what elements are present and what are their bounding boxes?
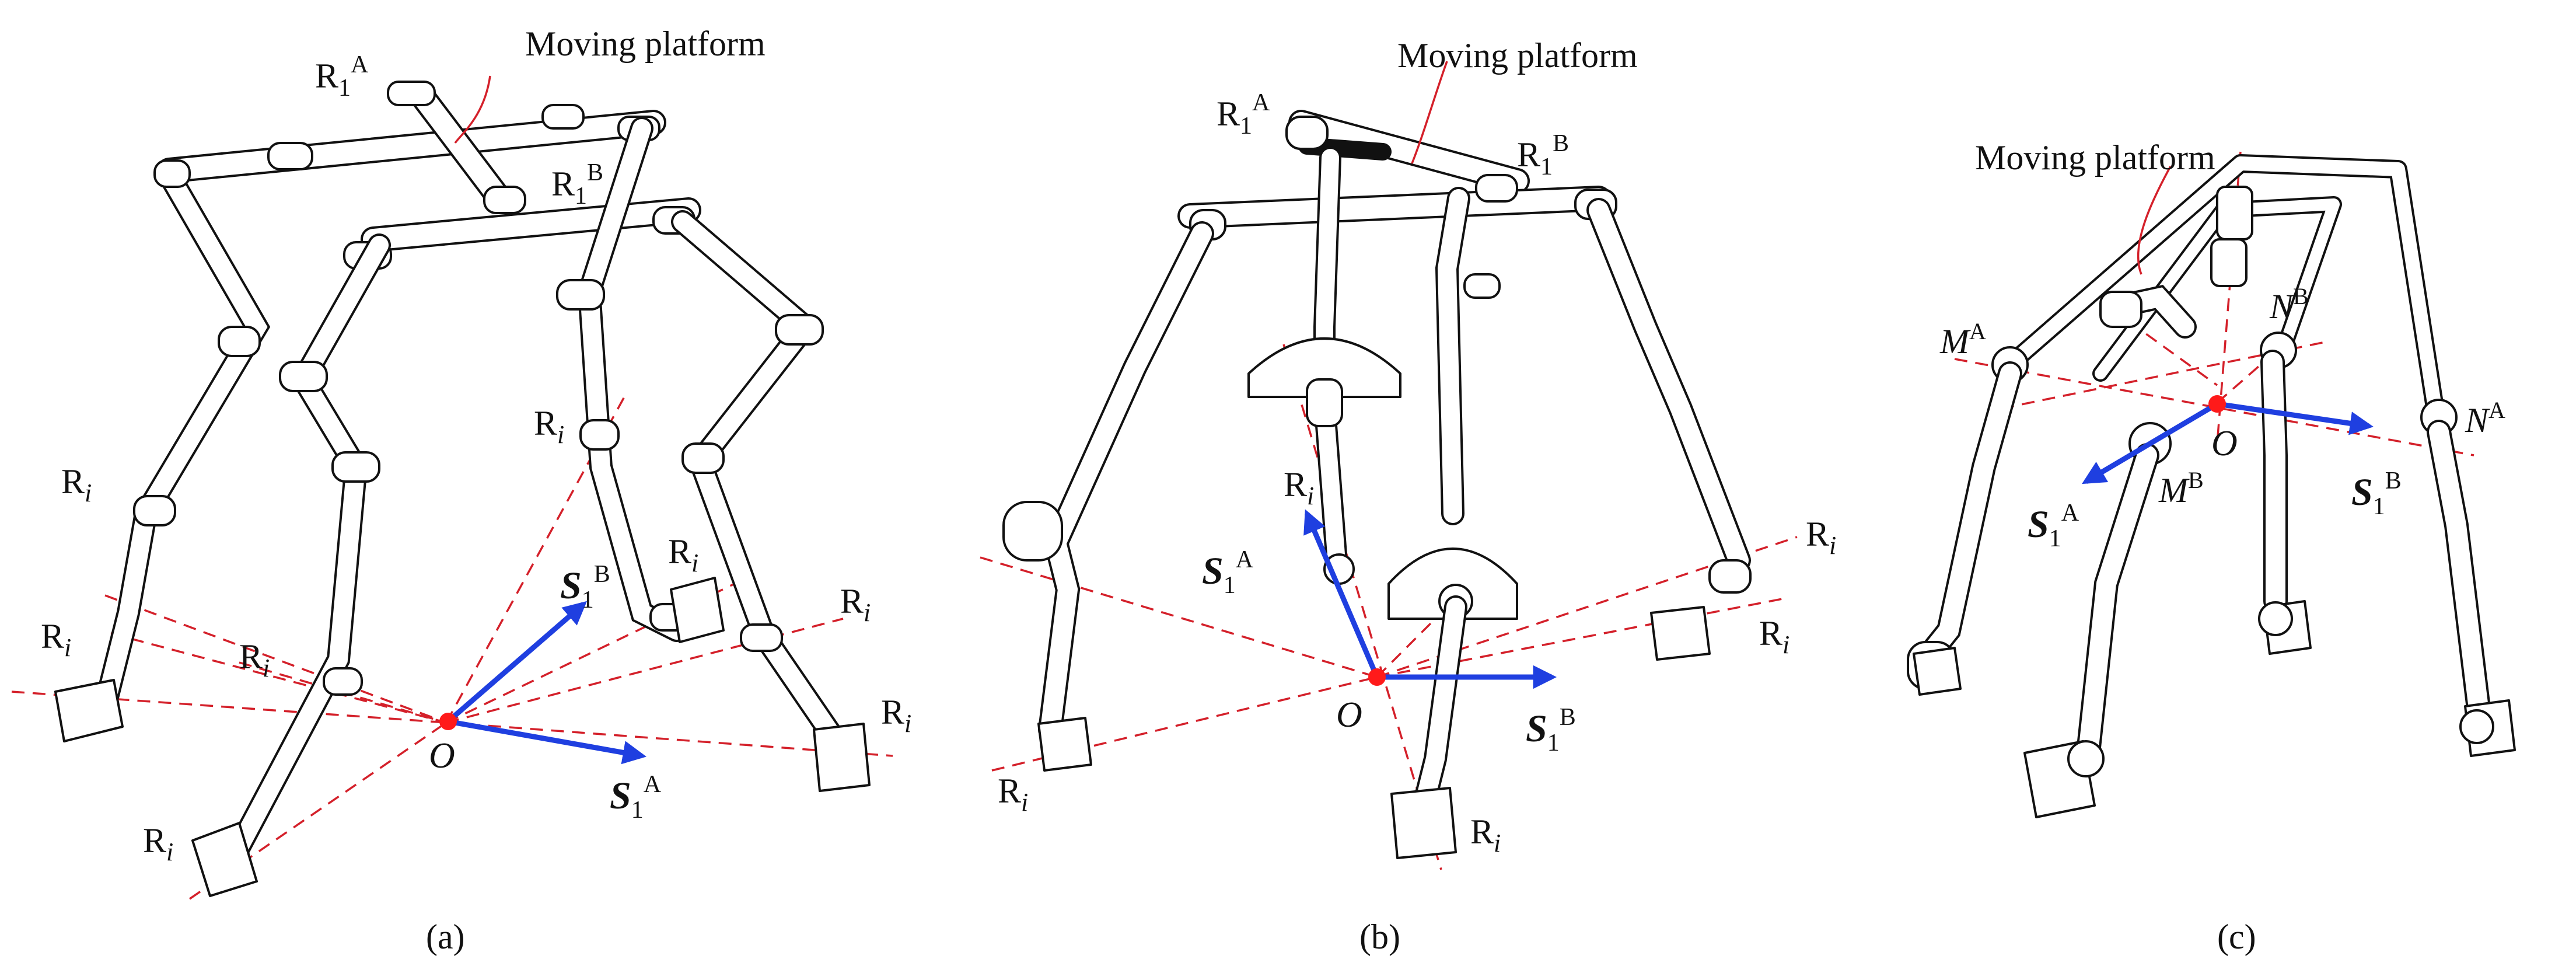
panel-b-caption: (b) bbox=[1359, 918, 1400, 956]
panel-a-label-r1a: R1A bbox=[315, 51, 369, 102]
panel-b-platform-label: Moving platform bbox=[1397, 36, 1638, 75]
panel-a-vector-s1a bbox=[448, 719, 646, 765]
panel-c: Moving platform MA NB MB NA O S1A S1B (c… bbox=[1907, 138, 2516, 956]
panel-a-label-r1b: R1B bbox=[551, 159, 603, 210]
panel-a-origin-label: O bbox=[429, 736, 455, 776]
panel-c-origin-label: O bbox=[2211, 424, 2238, 463]
panel-b-moving-platform bbox=[1177, 110, 1617, 240]
panel-b-label-r1a: R1A bbox=[1217, 89, 1270, 140]
panel-b-label-ri-right-base: Ri bbox=[1759, 614, 1789, 659]
panel-c-label-s1b: S1B bbox=[2351, 468, 2402, 520]
panel-a-label-ri-upper: Ri bbox=[534, 404, 564, 449]
panel-c-label-na: NA bbox=[2465, 397, 2505, 440]
panel-a-vector-s1b bbox=[446, 601, 588, 724]
panel-b-vector-s1a bbox=[1303, 509, 1380, 678]
panel-a-platform-leader bbox=[454, 75, 491, 144]
panel-b-label-ri-inner: Ri bbox=[1284, 465, 1314, 510]
panel-a-caption: (a) bbox=[426, 918, 465, 956]
panel-a-moving-platform bbox=[156, 81, 701, 270]
panel-b-label-s1a: S1A bbox=[1202, 546, 1254, 599]
panel-a-label-ri-left: Ri bbox=[61, 462, 92, 507]
panel-a-label-ri-mid: Ri bbox=[239, 637, 270, 682]
panel-c-origin-point bbox=[2208, 395, 2226, 413]
panel-b: Moving platform R1A R1B Ri Ri Ri Ri Ri O… bbox=[980, 36, 1836, 956]
panel-b-label-ri-right: Ri bbox=[1806, 515, 1836, 560]
panel-c-label-nb: NB bbox=[2269, 283, 2309, 326]
panel-a: Moving platform R1A R1B Ri Ri Ri Ri Ri R… bbox=[11, 25, 911, 956]
panel-c-vector-s1b bbox=[2217, 401, 2374, 435]
panel-c-caption: (c) bbox=[2217, 918, 2256, 956]
panel-a-label-ri-base-left: Ri bbox=[41, 617, 71, 662]
panel-c-label-ma: MA bbox=[1939, 318, 1986, 361]
panel-c-vector-s1a bbox=[2082, 402, 2219, 484]
panel-a-label-s1b: S1B bbox=[560, 561, 610, 613]
panel-c-label-mb: MB bbox=[2158, 467, 2204, 510]
panel-c-legs bbox=[1907, 350, 2516, 818]
panel-c-frame bbox=[1991, 154, 2458, 465]
panel-a-label-ri-bottom: Ri bbox=[143, 821, 173, 866]
panel-a-origin-point bbox=[439, 713, 457, 730]
panel-a-label-ri-right: Ri bbox=[840, 582, 871, 627]
panel-b-legs bbox=[1002, 147, 1752, 859]
panel-c-platform-leader bbox=[2137, 166, 2172, 275]
panel-b-platform-leader bbox=[1411, 61, 1448, 164]
panel-b-origin-point bbox=[1368, 668, 1386, 686]
panel-b-label-ri-left-base: Ri bbox=[998, 772, 1028, 817]
panel-c-platform-label: Moving platform bbox=[1975, 138, 2215, 177]
panel-a-platform-label: Moving platform bbox=[525, 25, 766, 63]
panel-b-label-r1b: R1B bbox=[1517, 130, 1569, 180]
panel-a-label-ri-knee: Ri bbox=[668, 532, 698, 577]
panel-a-legs bbox=[54, 117, 871, 897]
panel-b-label-s1b: S1B bbox=[1526, 704, 1576, 756]
panel-a-label-ri-far-right: Ri bbox=[881, 693, 911, 738]
panel-b-origin-label: O bbox=[1336, 695, 1362, 735]
panel-c-label-s1a: S1A bbox=[2028, 500, 2079, 552]
panel-a-label-s1a: S1A bbox=[610, 771, 662, 824]
panel-b-label-ri-bottom: Ri bbox=[1470, 812, 1501, 857]
